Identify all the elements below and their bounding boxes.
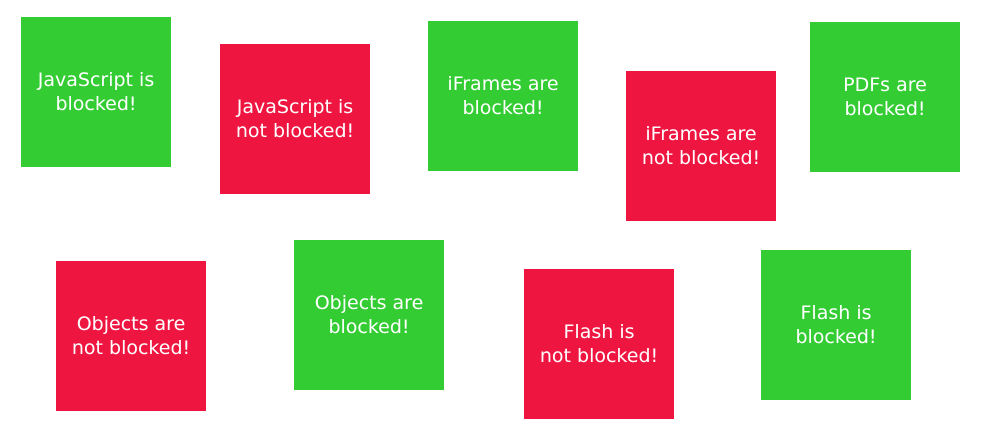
javascript-not-blocked-tile: JavaScript is not blocked! [220, 44, 370, 194]
tile-label-line-1: Flash is [563, 321, 635, 343]
tile-label: Flash is blocked! [795, 301, 876, 349]
tile-label-line-2: blocked! [55, 93, 137, 115]
flash-blocked-tile: Flash is blocked! [761, 250, 911, 400]
tile-label: Flash is not blocked! [540, 320, 658, 368]
tile-label-line-2: blocked! [462, 97, 544, 119]
tile-label-line-1: Objects are [314, 292, 424, 314]
iframes-blocked-tile: iFrames are blocked! [428, 21, 578, 171]
tile-label-line-1: iFrames are [447, 73, 559, 95]
tile-label-line-2: blocked! [328, 316, 410, 338]
tile-label: iFrames are blocked! [447, 72, 558, 120]
iframes-not-blocked-tile: iFrames are not blocked! [626, 71, 776, 221]
tile-label: PDFs are blocked! [843, 73, 927, 121]
tile-label: Objects are not blocked! [72, 312, 190, 360]
javascript-blocked-tile: JavaScript is blocked! [21, 17, 171, 167]
tile-label-line-1: JavaScript is [236, 96, 354, 118]
tile-label-line-2: not blocked! [235, 120, 355, 142]
tile-label-line-1: JavaScript is [37, 69, 155, 91]
tile-label: JavaScript is blocked! [38, 68, 154, 116]
tile-label: iFrames are not blocked! [642, 122, 760, 170]
objects-blocked-tile: Objects are blocked! [294, 240, 444, 390]
tile-label-line-2: blocked! [795, 326, 877, 348]
tile-label-line-1: iFrames are [645, 123, 757, 145]
tile-label-line-2: not blocked! [71, 337, 191, 359]
tile-label-line-2: blocked! [844, 98, 926, 120]
objects-not-blocked-tile: Objects are not blocked! [56, 261, 206, 411]
pdfs-blocked-tile: PDFs are blocked! [810, 22, 960, 172]
tile-label-line-1: PDFs are [843, 74, 927, 96]
tile-label-line-1: Flash is [800, 302, 872, 324]
tile-label: JavaScript is not blocked! [236, 95, 354, 143]
flash-not-blocked-tile: Flash is not blocked! [524, 269, 674, 419]
tile-label: Objects are blocked! [315, 291, 424, 339]
tile-label-line-2: not blocked! [539, 345, 659, 367]
tile-label-line-2: not blocked! [641, 147, 761, 169]
tile-label-line-1: Objects are [76, 313, 186, 335]
